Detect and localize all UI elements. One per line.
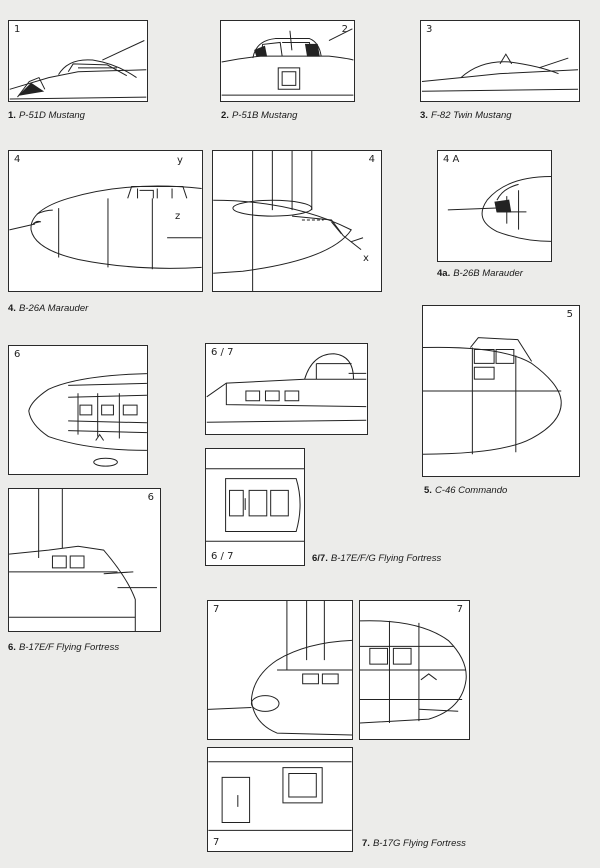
c46-nose-drawing [423, 306, 579, 476]
panel-number: 6 / 7 [211, 551, 234, 562]
caption-b17-efg: 6/7.B-17E/F/G Flying Fortress [312, 553, 442, 564]
f82-drawing [421, 21, 579, 101]
caption-p51b: 2.P-51B Mustang [221, 110, 298, 121]
b17-hatch-drawing [206, 449, 304, 565]
b17g-chin-drawing [208, 601, 352, 739]
b26a-tail-drawing [213, 151, 381, 291]
panel-number: 7 [213, 837, 220, 848]
caption-c46: 5.C-46 Commando [424, 485, 508, 496]
b17-ef-drawing [9, 489, 160, 631]
b26b-nose-drawing [438, 151, 551, 261]
panel-c46: 5 [422, 305, 580, 477]
panel-number: 5 [566, 309, 573, 320]
panel-b17-nose: 6 [8, 345, 148, 475]
panel-number: 3 [426, 24, 433, 35]
panel-b17-radio: 6 / 7 [205, 343, 368, 435]
panel-b26a-side: 4 x [212, 150, 382, 292]
b17g-waist-drawing [208, 748, 352, 851]
p51b-drawing [221, 21, 354, 101]
caption-b17g: 7.B-17G Flying Fortress [362, 838, 466, 849]
caption-b17-ef: 6.B-17E/F Flying Fortress [8, 642, 120, 653]
panel-number: 4 [368, 154, 375, 165]
caption-p51d: 1.P-51D Mustang [8, 110, 85, 121]
panel-number: 7 [456, 604, 463, 615]
panel-p51b: 2 [220, 20, 355, 102]
b17g-nose-drawing [360, 601, 469, 739]
caption-b26b: 4a.B-26B Marauder [437, 268, 523, 279]
panel-number: 4 [14, 154, 21, 165]
panel-number: 6 [147, 492, 154, 503]
panel-b26b: 4 A [437, 150, 552, 262]
b17-radio-drawing [206, 344, 367, 434]
caption-f82: 3.F-82 Twin Mustang [420, 110, 512, 121]
panel-number: 1 [14, 24, 21, 35]
panel-number: 7 [213, 604, 220, 615]
marker-z: z [175, 211, 181, 222]
p51d-drawing [9, 21, 147, 101]
panel-f82: 3 [420, 20, 580, 102]
panel-number: 2 [341, 24, 348, 35]
panel-b17-hatch: 6 / 7 [205, 448, 305, 566]
marker-y: y [177, 155, 183, 166]
panel-b17g-chin: 7 [207, 600, 353, 740]
b26a-nose-drawing [9, 151, 202, 291]
panel-b17g-nose: 7 [359, 600, 470, 740]
panel-b17-ef: 6 [8, 488, 161, 632]
marker-x: x [363, 253, 369, 264]
caption-b26a: 4.B-26A Marauder [8, 303, 89, 314]
panel-b26a-front: 4 y z [8, 150, 203, 292]
b17-nose-drawing [9, 346, 147, 474]
panel-number: 6 [14, 349, 21, 360]
panel-b17g-waist: 7 [207, 747, 353, 852]
panel-number: 6 / 7 [211, 347, 234, 358]
panel-p51d: 1 [8, 20, 148, 102]
panel-number: 4 A [443, 154, 460, 165]
